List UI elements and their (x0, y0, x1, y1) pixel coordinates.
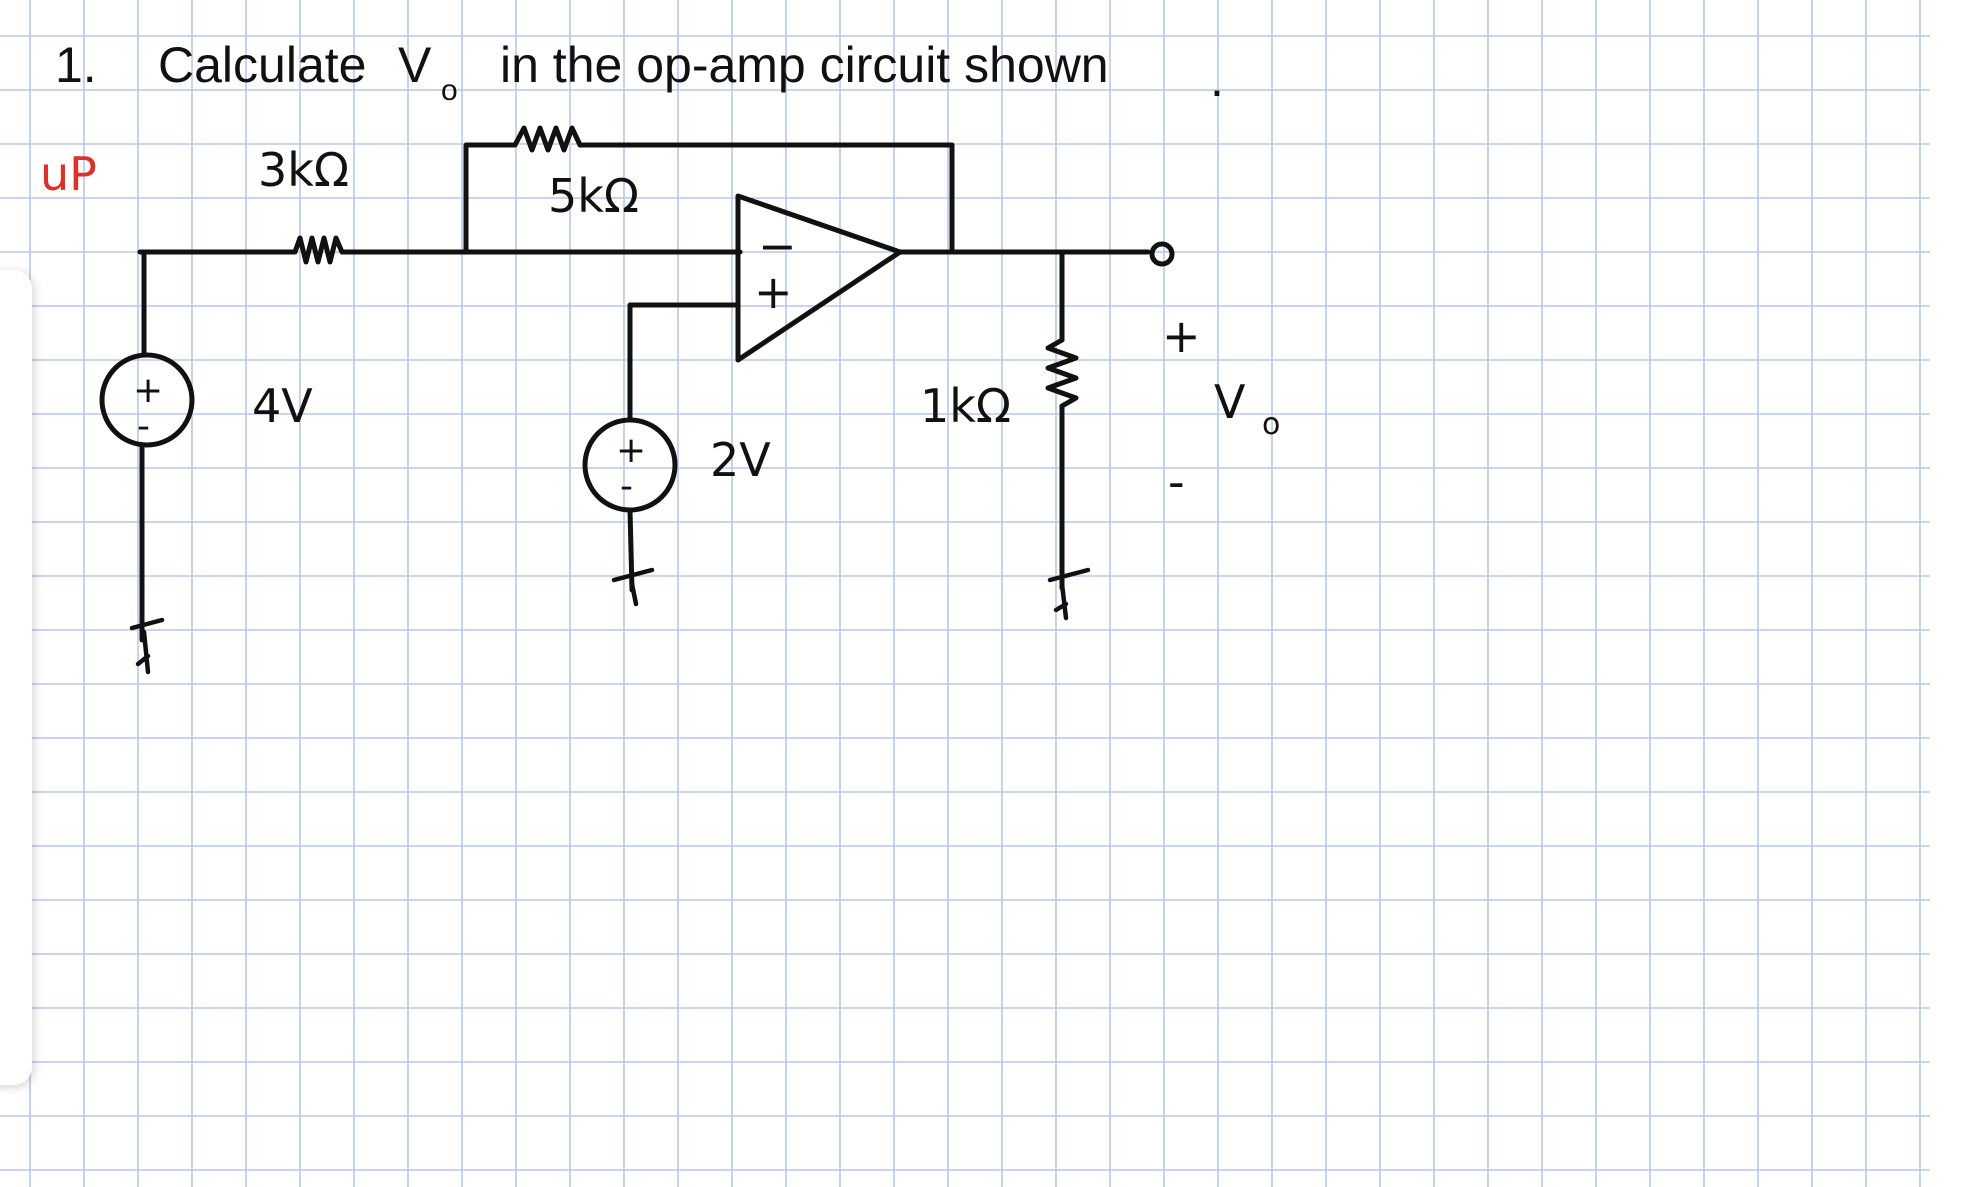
output-plus: + (1162, 309, 1201, 363)
lasso-icon[interactable] (0, 522, 4, 562)
voltage-source-left (99, 352, 195, 448)
wire-feedback-right (577, 142, 955, 255)
resistor-3k (277, 235, 363, 265)
output-minus: - (1168, 455, 1185, 509)
problem-period: . (1210, 51, 1224, 107)
problem-text: Calculate (158, 37, 366, 93)
problem-number: 1. (55, 37, 97, 93)
source-left-plus: + (133, 370, 163, 411)
problem-variable-subscript: o (441, 74, 458, 107)
undo-icon[interactable] (0, 846, 4, 886)
image-icon[interactable] (0, 760, 4, 800)
ground-left (129, 617, 165, 675)
problem-rest: in the op-amp circuit shown (500, 37, 1109, 93)
output-label: V (1214, 375, 1246, 429)
highlighter-icon[interactable] (0, 452, 4, 492)
source-left-minus: - (137, 406, 150, 447)
opamp-triangle (735, 193, 903, 363)
wire-feedback-left (463, 142, 518, 255)
side-note: uP (40, 147, 97, 201)
gesture-icon[interactable] (0, 938, 4, 978)
source-right-plus: + (616, 430, 646, 471)
label-source-right: 2V (710, 433, 771, 487)
source-right-minus: - (620, 466, 633, 507)
opamp-inv: − (758, 219, 797, 273)
opamp-noninv: + (754, 265, 793, 319)
graph-paper-grid (0, 0, 1930, 1187)
label-source-left: 4V (252, 379, 313, 433)
ground-right (1047, 567, 1091, 621)
problem-variable: V (398, 37, 432, 93)
wire-noninv (627, 302, 741, 423)
text-box-icon[interactable] (0, 684, 4, 724)
tool-sidebar (0, 270, 32, 1085)
label-r-input: 3kΩ (258, 143, 349, 197)
chevron-icon[interactable] (0, 1018, 4, 1058)
output-label-subscript: o (1262, 407, 1280, 442)
resistor-1k (1045, 337, 1079, 409)
problem-statement: 1. Calculate V o in the op-amp circuit s… (55, 37, 1224, 107)
output-terminal (1149, 241, 1175, 267)
label-r-feedback: 5kΩ (548, 169, 639, 223)
shapes-icon[interactable] (0, 608, 4, 648)
ground-mid (611, 567, 655, 607)
resistor-5k (512, 125, 583, 153)
pen-icon[interactable] (0, 312, 4, 352)
label-r-load: 1kΩ (920, 379, 1011, 433)
circuit-drawing: + - − + + - (99, 125, 1175, 675)
eraser-icon[interactable] (0, 382, 4, 422)
